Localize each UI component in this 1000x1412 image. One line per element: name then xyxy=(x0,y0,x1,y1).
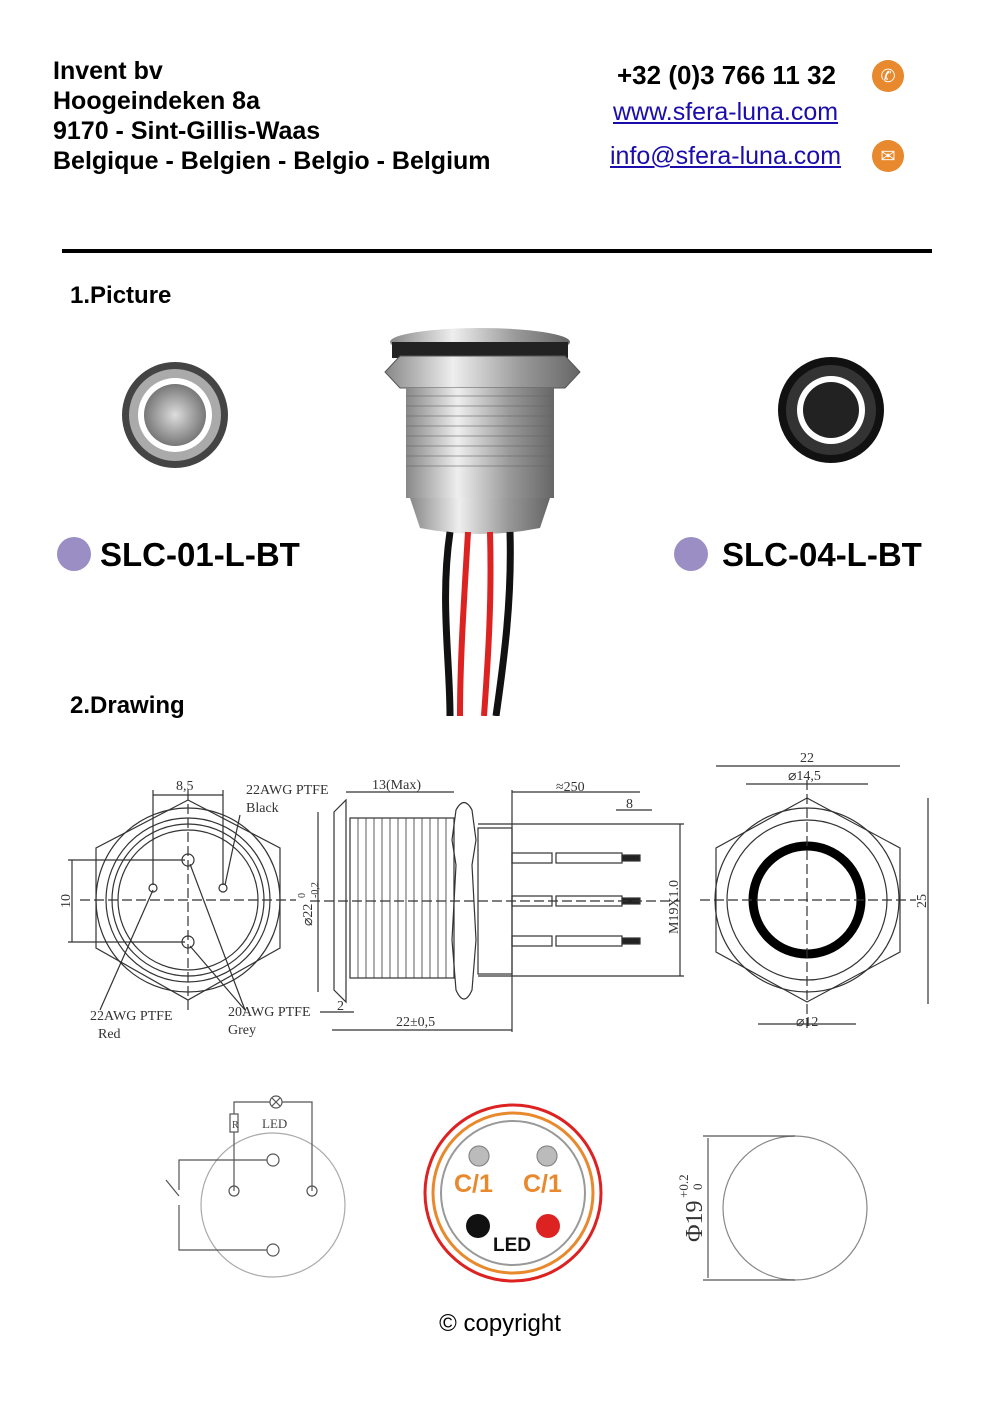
wire-label-grey: 20AWG PTFE xyxy=(228,1005,311,1020)
dim-diameter-tolerance-lower: -0,2 xyxy=(310,882,321,898)
dim-cable-length: ≈250 xyxy=(556,780,585,795)
dim-flange: 2 xyxy=(337,999,344,1014)
company-name: Invent bv xyxy=(53,57,163,85)
product-side-photo xyxy=(384,328,581,716)
cutout-tolerance-zero: 0 xyxy=(690,1184,705,1191)
website-link[interactable]: www.sfera-luna.com xyxy=(613,98,839,126)
model-color-dot xyxy=(674,537,708,571)
circuit-led-label: LED xyxy=(262,1116,287,1131)
copyright: © copyright xyxy=(439,1310,561,1337)
pin-label-led: LED xyxy=(493,1235,531,1256)
email-link[interactable]: info@sfera-luna.com xyxy=(610,142,842,170)
street: Hoogeindeken 8a xyxy=(53,87,260,115)
wire-color-black: Black xyxy=(246,801,279,816)
panel-cutout xyxy=(703,1135,868,1281)
dim-width: 8,5 xyxy=(176,779,194,794)
side-view xyxy=(310,790,684,1032)
technical-drawing: 8,5 10 22AWG PTFE Black 22AWG PTFE Red 2… xyxy=(59,751,930,1042)
wire-color-grey: Grey xyxy=(228,1023,256,1038)
phone-icon: ✆ xyxy=(872,60,904,92)
model-color-dot xyxy=(57,537,91,571)
cutout-diameter: Φ19 xyxy=(682,1200,708,1242)
dim-rear-width: 22 xyxy=(800,751,814,766)
wire-label-red: 22AWG PTFE xyxy=(90,1009,173,1024)
pin-label-c1: C/1 xyxy=(523,1170,562,1198)
section-title-drawing: 2.Drawing xyxy=(70,692,185,719)
envelope-icon: ✉ xyxy=(872,140,904,172)
resistor-label: R xyxy=(232,1120,239,1131)
dim-diameter-tolerance-upper: 0 xyxy=(297,893,308,898)
dim-thread: M19X1.0 xyxy=(667,880,682,934)
dim-ring: ⌀14,5 xyxy=(788,769,821,784)
dim-diameter: ⌀22 xyxy=(301,904,316,926)
phone-number: +32 (0)3 766 11 32 xyxy=(617,60,837,90)
circuit-diagram xyxy=(165,1095,346,1278)
pinout-diagram xyxy=(423,1103,603,1283)
model-label-slc-01: SLC-01-L-BT xyxy=(100,536,300,573)
wiring-drawings: R LED C/1 C/1 LED Φ19 +0.2 0 xyxy=(165,1095,868,1283)
company-address: Invent bv Hoogeindeken 8a 9170 - Sint-Gi… xyxy=(53,56,491,176)
cutout-tolerance-plus: +0.2 xyxy=(676,1174,691,1198)
pin-label-c1: C/1 xyxy=(454,1170,493,1198)
rear-view xyxy=(700,765,929,1030)
dim-inner: ⌀12 xyxy=(796,1015,818,1030)
front-view xyxy=(68,790,296,1011)
dim-thread-length: 13(Max) xyxy=(372,778,421,793)
wire-color-red: Red xyxy=(98,1027,121,1042)
divider xyxy=(62,249,932,253)
dim-rear-height: 25 xyxy=(915,894,930,908)
city: 9170 - Sint-Gillis-Waas xyxy=(53,117,321,145)
dim-strip-length: 8 xyxy=(626,797,633,812)
dim-total-length: 22±0,5 xyxy=(396,1015,435,1030)
country: Belgique - Belgien - Belgio - Belgium xyxy=(53,147,491,175)
product-image-slc-01 xyxy=(122,362,228,468)
product-image-slc-04 xyxy=(778,357,884,463)
dim-height: 10 xyxy=(59,894,74,908)
section-title-picture: 1.Picture xyxy=(70,282,172,309)
model-label-slc-04: SLC-04-L-BT xyxy=(722,536,922,573)
wire-label-black: 22AWG PTFE xyxy=(246,783,329,798)
